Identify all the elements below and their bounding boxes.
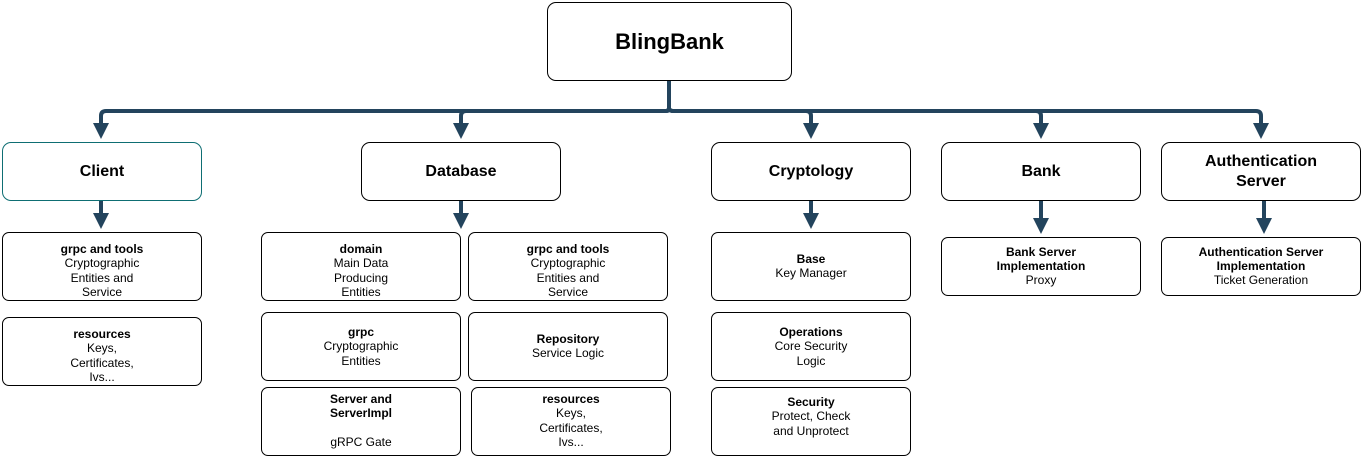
leaf-title: Base (796, 252, 826, 267)
category-label: Database (425, 162, 497, 180)
root-label: BlingBank (615, 28, 724, 54)
database-grpc-and-tools-box[interactable]: grpc and tools Cryptographic Entities an… (468, 232, 668, 301)
leaf-body: gRPC Gate (330, 434, 392, 449)
edge-root-to-bank (667, 81, 1049, 139)
edge-root-to-authentication-server (667, 81, 1269, 139)
edge-root-to-database (453, 81, 671, 139)
leaf-body: Key Manager (775, 266, 847, 281)
cryptology-security-box[interactable]: Security Protect, Check and Unprotect (711, 387, 911, 456)
category-bank[interactable]: Bank (941, 142, 1141, 201)
category-database[interactable]: Database (361, 142, 561, 201)
client-grpc-and-tools-box[interactable]: grpc and tools Cryptographic Entities an… (2, 232, 202, 301)
cryptology-base-box[interactable]: Base Key Manager (711, 232, 911, 301)
leaf-title: resources (73, 327, 131, 341)
leaf-title: Bank Server Implementation (996, 245, 1086, 274)
database-repository-box[interactable]: Repository Service Logic (468, 312, 668, 381)
leaf-body: Service Logic (531, 346, 605, 361)
category-cryptology[interactable]: Cryptology (711, 142, 911, 201)
leaf-title: domain (339, 242, 383, 256)
database-resources-box[interactable]: resources Keys, Certificates, Ivs... (471, 387, 671, 456)
bank-server-implementation-box[interactable]: Bank Server Implementation Proxy (941, 237, 1141, 296)
leaf-body: Main Data Producing Entities (333, 256, 389, 299)
database-grpc-box[interactable]: grpc Cryptographic Entities (261, 312, 461, 381)
cryptology-operations-box[interactable]: Operations Core Security Logic (711, 312, 911, 381)
leaf-title: Security (787, 395, 835, 409)
leaf-body: Cryptographic Entities (323, 339, 399, 368)
client-resources-box[interactable]: resources Keys, Certificates, Ivs... (2, 317, 202, 386)
leaf-body: Keys, Certificates, Ivs... (539, 406, 603, 449)
leaf-title: Authentication Server Implementation (1198, 245, 1324, 274)
category-label: Cryptology (768, 162, 854, 180)
database-server-box[interactable]: Server and ServerImpl gRPC Gate (261, 387, 461, 456)
category-label: Authentication Server (1205, 152, 1317, 190)
leaf-body: Proxy (1025, 273, 1057, 288)
database-domain-box[interactable]: domain Main Data Producing Entities (261, 232, 461, 301)
category-authentication-server[interactable]: Authentication Server (1161, 142, 1361, 201)
leaf-title: Server and ServerImpl (329, 392, 393, 420)
category-label: Client (79, 162, 125, 180)
edge-root-to-client (93, 81, 671, 139)
leaf-body: Keys, Certificates, Ivs... (70, 341, 134, 384)
leaf-body: Cryptographic Entities and Service (64, 256, 140, 299)
leaf-title: Repository (536, 332, 600, 347)
edge-root-to-cryptology (667, 81, 819, 139)
leaf-body: Core Security Logic (774, 339, 848, 368)
leaf-body: Cryptographic Entities and Service (530, 256, 606, 299)
leaf-body: Protect, Check and Unprotect (771, 409, 851, 438)
root-node[interactable]: BlingBank (547, 2, 792, 81)
category-label: Bank (1021, 162, 1061, 180)
leaf-title: grpc and tools (526, 242, 610, 256)
leaf-title: Operations (779, 325, 843, 339)
leaf-title: grpc (347, 325, 374, 339)
leaf-body: Ticket Generation (1213, 273, 1309, 288)
auth-server-implementation-box[interactable]: Authentication Server Implementation Tic… (1161, 237, 1361, 296)
category-client[interactable]: Client (2, 142, 202, 201)
leaf-title: grpc and tools (60, 242, 144, 256)
leaf-title: resources (542, 392, 600, 406)
